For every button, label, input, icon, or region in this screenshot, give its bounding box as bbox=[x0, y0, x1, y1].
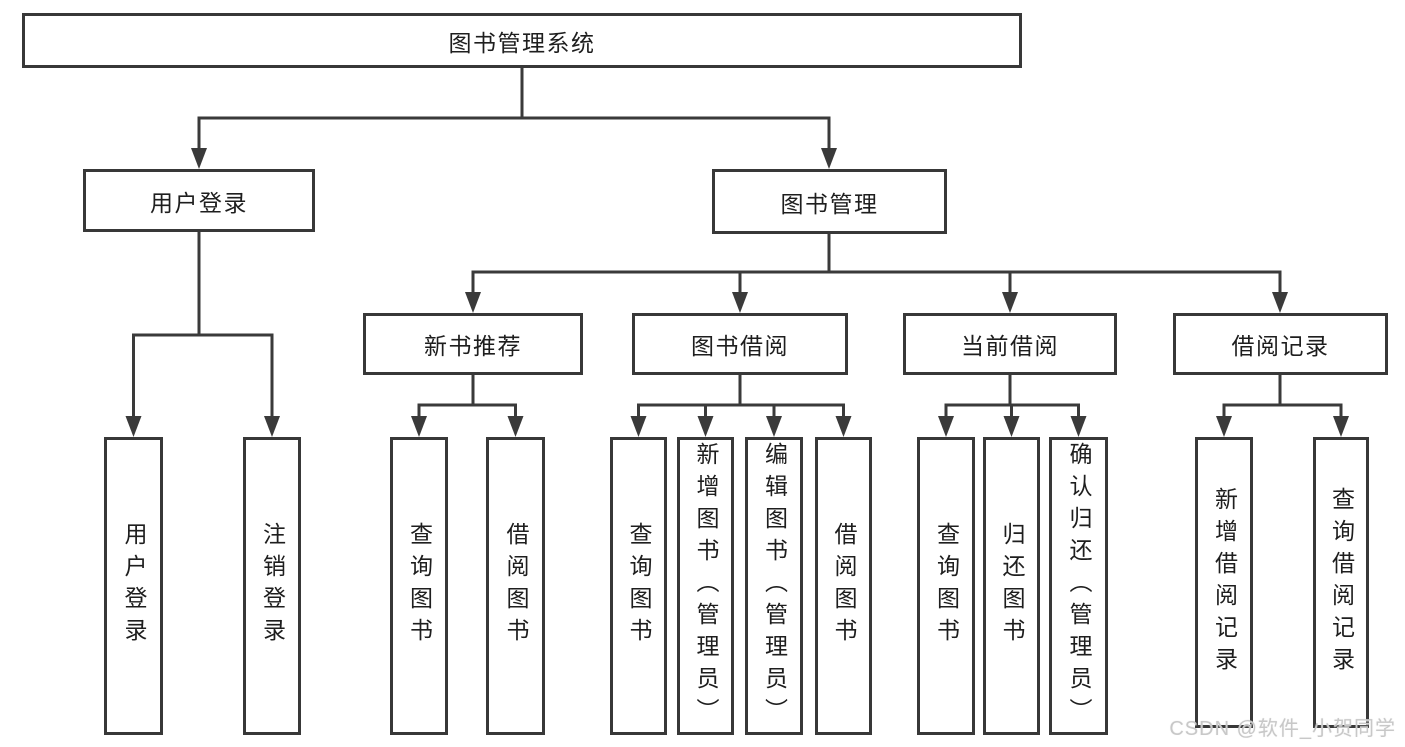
connector-borrow-records-to-leaves bbox=[1222, 375, 1343, 419]
arrow-down-icon bbox=[125, 416, 142, 437]
connector-book-management-to-modules bbox=[471, 234, 1282, 295]
watermark: CSDN @软件_小贺同学 bbox=[1169, 718, 1396, 740]
node-user-login: 用户登录 bbox=[83, 169, 315, 232]
arrow-down-icon bbox=[191, 148, 207, 169]
node-book-borrowing: 图书借阅 bbox=[632, 313, 848, 375]
arrow-down-icon bbox=[411, 416, 427, 437]
arrow-down-icon bbox=[766, 416, 782, 437]
leaf-edit-book-admin: 编辑图书（管理员） bbox=[745, 437, 803, 735]
arrow-down-icon bbox=[264, 416, 280, 437]
arrow-down-icon bbox=[697, 416, 714, 437]
leaf-query-books-borrowing: 查询图书 bbox=[610, 437, 667, 735]
leaf-borrow-books-borrowing: 借阅图书 bbox=[815, 437, 872, 735]
connector-current-borrow-to-leaves bbox=[944, 375, 1080, 419]
connector-root-to-level2 bbox=[197, 68, 831, 151]
leaf-borrow-books-recommend: 借阅图书 bbox=[486, 437, 545, 735]
node-new-book-recommendation: 新书推荐 bbox=[363, 313, 583, 375]
leaf-add-borrow-record: 新增借阅记录 bbox=[1195, 437, 1253, 728]
leaf-query-books-current: 查询图书 bbox=[917, 437, 975, 735]
leaf-confirm-return-admin: 确认归还（管理员） bbox=[1049, 437, 1108, 735]
node-library-management-system: 图书管理系统 bbox=[22, 13, 1022, 68]
leaf-user-login: 用户登录 bbox=[104, 437, 163, 735]
node-borrowing-records: 借阅记录 bbox=[1173, 313, 1388, 375]
arrow-down-icon bbox=[1333, 416, 1349, 437]
arrow-down-icon bbox=[1216, 416, 1232, 437]
leaf-add-book-admin: 新增图书（管理员） bbox=[677, 437, 734, 735]
arrow-down-icon bbox=[1272, 292, 1288, 313]
node-current-borrowing: 当前借阅 bbox=[903, 313, 1117, 375]
leaf-return-book: 归还图书 bbox=[983, 437, 1040, 735]
leaf-query-books-recommend: 查询图书 bbox=[390, 437, 448, 735]
arrow-down-icon bbox=[835, 416, 852, 437]
connector-book-borrow-to-leaves bbox=[637, 375, 845, 419]
arrow-down-icon bbox=[630, 416, 647, 437]
arrow-down-icon bbox=[1003, 416, 1020, 437]
connector-user-login-to-leaves bbox=[132, 231, 274, 419]
connector-new-book-to-leaves bbox=[417, 375, 517, 419]
arrow-down-icon bbox=[938, 416, 954, 437]
leaf-query-borrow-record: 查询借阅记录 bbox=[1313, 437, 1369, 728]
arrow-down-icon bbox=[821, 148, 837, 169]
leaf-logout: 注销登录 bbox=[243, 437, 301, 735]
arrow-down-icon bbox=[465, 292, 481, 313]
arrow-down-icon bbox=[1002, 292, 1018, 313]
arrow-down-icon bbox=[507, 416, 524, 437]
arrow-down-icon bbox=[1070, 416, 1087, 437]
arrow-down-icon bbox=[732, 292, 748, 313]
node-book-management: 图书管理 bbox=[712, 169, 947, 234]
